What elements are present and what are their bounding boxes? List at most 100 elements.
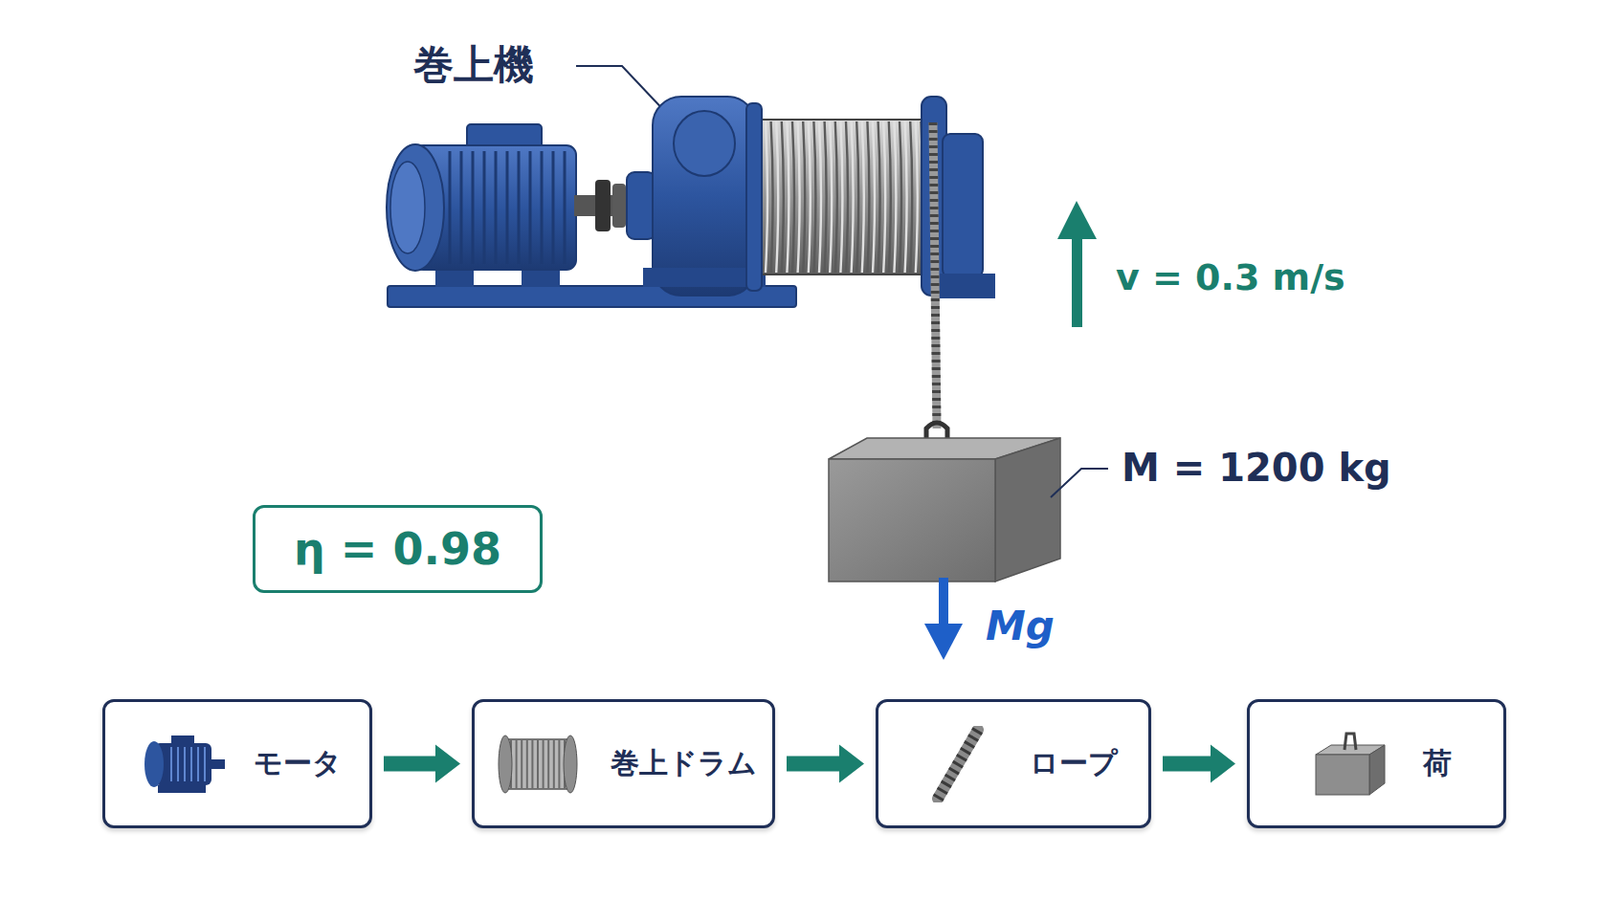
- rope-windings: [765, 121, 923, 273]
- fin: [460, 151, 464, 265]
- mass-label: M = 1200 kg: [1121, 445, 1392, 490]
- drum-flange: [746, 103, 762, 291]
- bearing-foot: [937, 273, 996, 299]
- icon-fin: [177, 747, 179, 782]
- gearbox: [643, 96, 766, 296]
- flow-arrow-shape: [786, 745, 865, 784]
- process-box: 荷: [1246, 699, 1507, 829]
- winding: [829, 121, 832, 273]
- icon-flange: [498, 735, 512, 794]
- icon-fin: [203, 747, 206, 782]
- winding: [786, 121, 789, 273]
- fin: [540, 151, 544, 265]
- winding: [798, 121, 800, 273]
- fin: [529, 151, 533, 265]
- winding: [893, 121, 896, 273]
- cooling-fins: [449, 151, 565, 265]
- block-front: [828, 459, 996, 582]
- motor: [386, 124, 656, 288]
- icon-flange: [563, 735, 578, 794]
- winding: [765, 121, 768, 273]
- force-label: Mg: [985, 602, 1055, 650]
- icon-winding: [536, 740, 539, 789]
- icon-winding: [531, 740, 534, 789]
- process-box: 巻上ドラム: [471, 699, 776, 829]
- icon-winding: [542, 740, 545, 789]
- velocity-label: v = 0.3 m/s: [1115, 256, 1346, 299]
- winding: [866, 121, 869, 273]
- icon-winding: [526, 740, 529, 789]
- coupling: [595, 179, 611, 232]
- winding: [840, 121, 843, 273]
- winding: [771, 121, 774, 273]
- icon-fin: [183, 747, 186, 782]
- winding: [872, 121, 875, 273]
- icon-winding: [520, 740, 523, 789]
- icon-winding: [553, 740, 556, 789]
- fin: [471, 151, 475, 265]
- icon-side: [1369, 745, 1385, 796]
- icon-front: [1315, 755, 1370, 796]
- winding: [792, 121, 795, 273]
- load-block: [828, 438, 1061, 582]
- icon-fin: [190, 747, 193, 782]
- winding: [883, 121, 886, 273]
- gearbox-cover: [673, 111, 735, 177]
- rope-icon: [909, 726, 1005, 803]
- node-text: ロープ: [1029, 744, 1118, 784]
- fin: [483, 151, 487, 265]
- fin: [552, 151, 556, 265]
- rope: [933, 122, 937, 429]
- winding: [899, 121, 902, 273]
- icon-drum: [507, 739, 569, 790]
- fin: [448, 151, 452, 265]
- icon-rope: [937, 730, 978, 800]
- winding: [813, 121, 816, 273]
- rope-strands: [933, 122, 937, 429]
- arrow-head: [1057, 200, 1097, 240]
- leader-line: [1050, 468, 1109, 498]
- winding: [915, 121, 918, 273]
- winding: [878, 121, 881, 273]
- icon-fin: [197, 747, 200, 782]
- arrow-shaft: [938, 577, 949, 628]
- winding: [905, 121, 908, 273]
- icon-terminal: [171, 735, 195, 746]
- hoist-drum: [746, 96, 996, 299]
- velocity-arrow: [1057, 200, 1097, 328]
- parameter-box: η = 0.98: [252, 505, 543, 594]
- part-label: 巻上機: [413, 38, 534, 92]
- fin: [506, 151, 510, 265]
- winding: [808, 121, 811, 273]
- icon-shaft: [211, 759, 225, 770]
- flow-arrow-shape: [1162, 745, 1236, 784]
- gravity-arrow: [924, 577, 963, 661]
- flow-arrow: [1162, 745, 1236, 784]
- leader-line: [576, 66, 670, 117]
- node-text: 荷: [1422, 744, 1452, 784]
- drum-icon: [489, 726, 586, 803]
- fin: [494, 151, 498, 265]
- arrow-head: [924, 623, 963, 661]
- node-text: 巻上ドラム: [610, 744, 757, 784]
- motor-icon: [133, 726, 229, 803]
- winding: [802, 121, 805, 273]
- drum-body: [754, 119, 927, 275]
- arrow-shaft: [1071, 235, 1083, 328]
- coupling-housing: [626, 172, 656, 240]
- icon-handle: [1344, 733, 1356, 751]
- winding: [910, 121, 912, 273]
- flow-arrow: [383, 745, 461, 784]
- fin: [563, 151, 567, 265]
- winding: [856, 121, 859, 273]
- icon-foot: [157, 785, 206, 794]
- motor-endcap: [386, 144, 445, 271]
- flow-arrow-shape: [383, 745, 461, 784]
- winding: [851, 121, 854, 273]
- winding: [888, 121, 891, 273]
- process-box: ロープ: [875, 699, 1152, 829]
- node-text: モータ: [253, 744, 342, 784]
- icon-winding: [557, 740, 560, 789]
- winding: [776, 121, 778, 273]
